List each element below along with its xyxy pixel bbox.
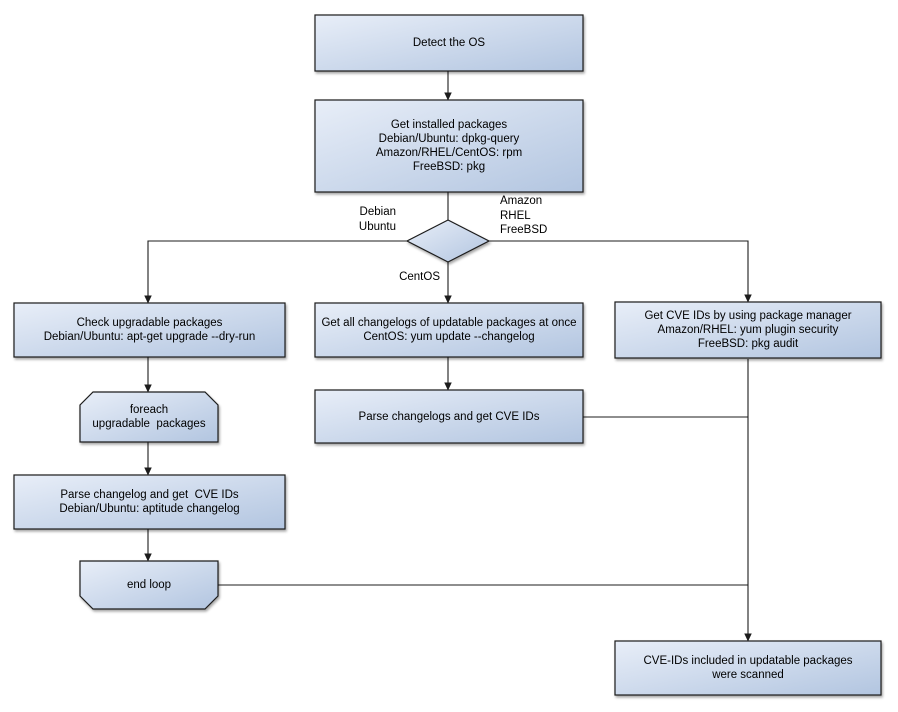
node-shape-parse-changelogs — [314, 389, 584, 444]
edge-decision-to-cve-pkg-manager — [489, 240, 752, 303]
node-shape-foreach-loop — [79, 391, 219, 443]
node-shape-scanned — [614, 640, 882, 696]
edge-group — [144, 71, 752, 642]
node-shape-get-changelogs-once — [314, 302, 584, 358]
node-shape-detect-os — [314, 14, 584, 72]
node-shape-parse-changelog-left — [13, 474, 286, 530]
node-shape-os-decision-diamond — [405, 219, 491, 263]
node-shape-get-installed — [314, 99, 584, 193]
edge-decision-to-check-upgradable — [144, 240, 407, 304]
node-shape-end-loop — [79, 560, 219, 610]
node-shape-check-upgradable — [13, 302, 286, 358]
node-shape-get-cve-pkg-manager — [614, 301, 882, 359]
node-shape-group — [13, 14, 882, 696]
